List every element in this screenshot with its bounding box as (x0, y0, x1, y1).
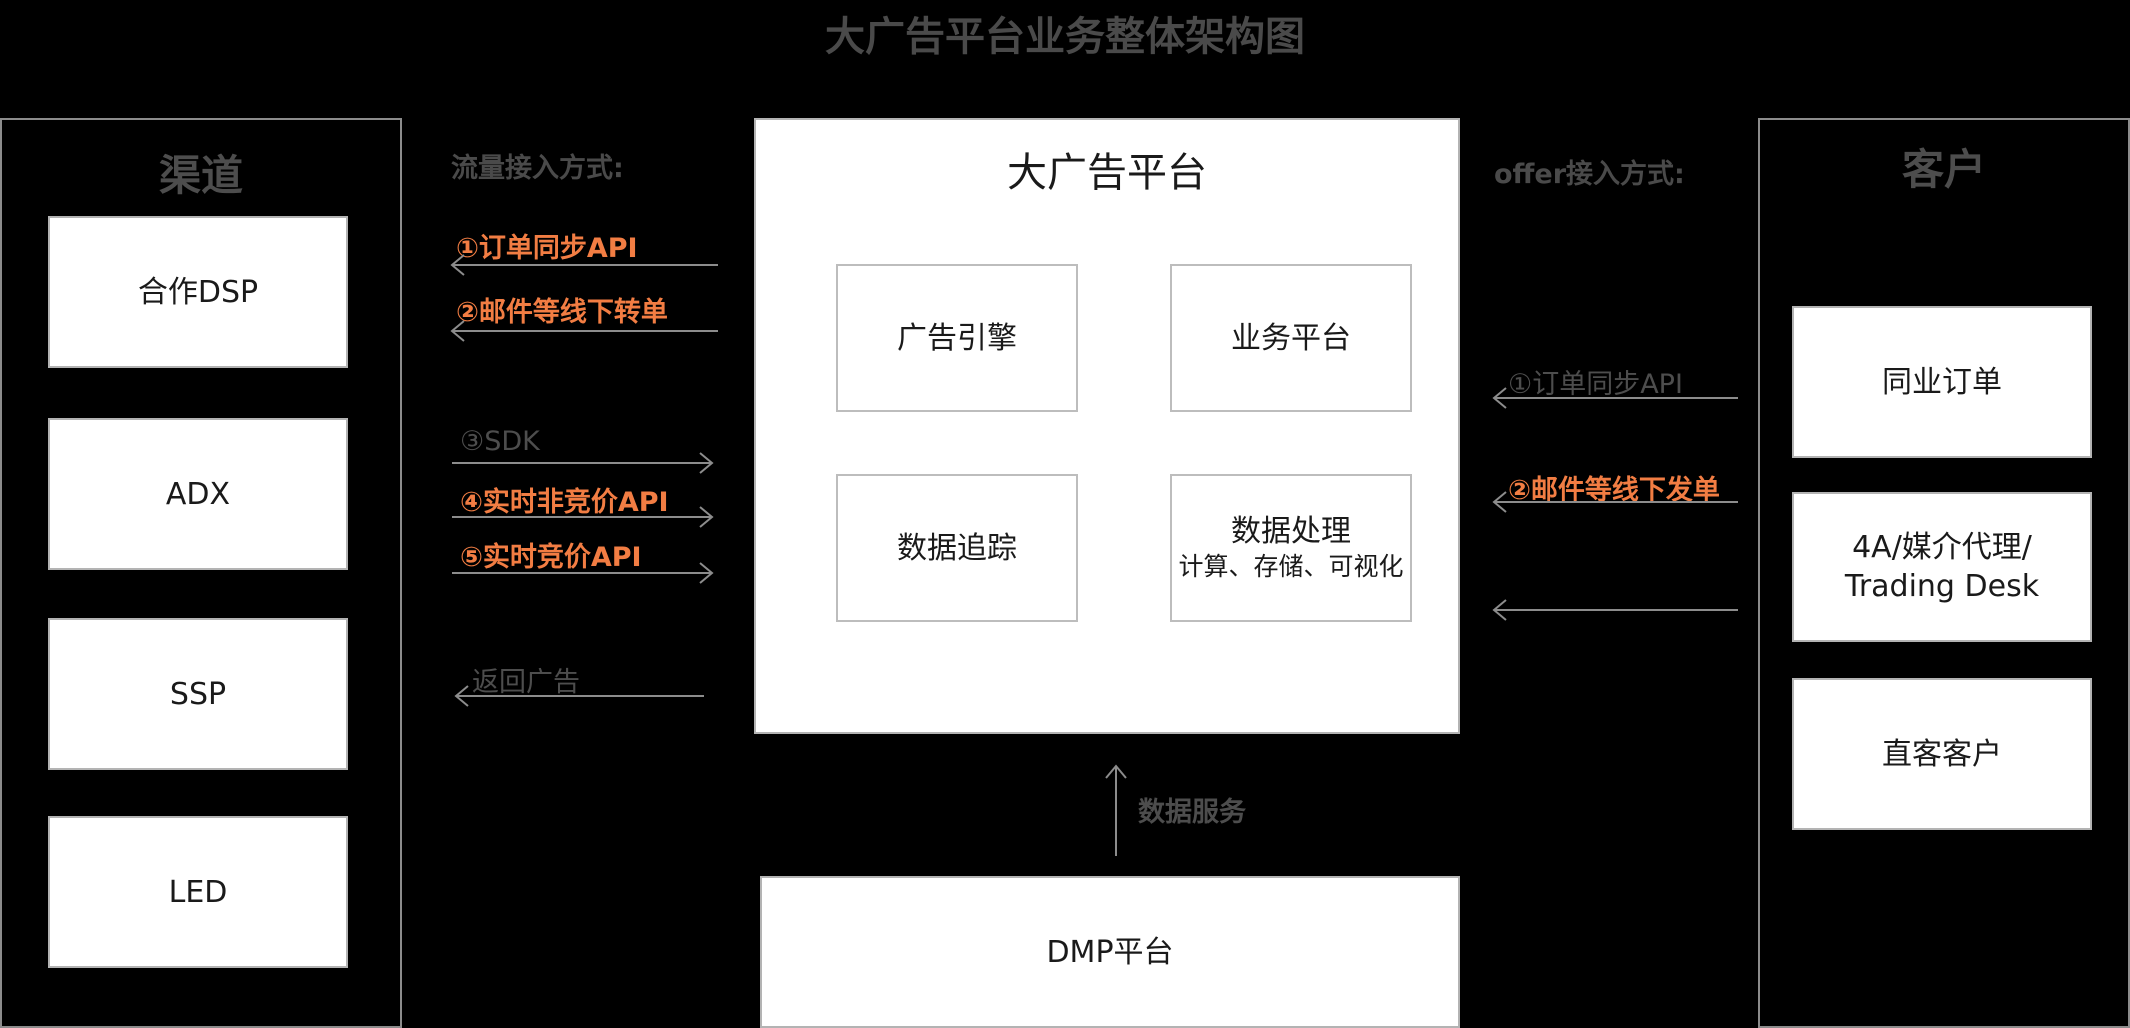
offer-arrow-label-1: ①订单同步API (1508, 369, 1683, 400)
data-tracking-module: 数据追踪 (836, 474, 1078, 622)
arrow-customer-direct (1492, 599, 1738, 621)
customer-agency-label-line2: Trading Desk (1844, 569, 2040, 604)
customer-direct-label: 直客客户 (1882, 736, 2002, 772)
channel-dsp-label: 合作DSP (137, 274, 259, 310)
channel-led: LED (48, 816, 348, 968)
channel-adx-label: ADX (165, 476, 231, 512)
arrow-customer-offline-order (1492, 491, 1738, 513)
data-service-label: 数据服务 (1138, 797, 1246, 828)
traffic-incoming-label-1: ①订单同步API (456, 233, 638, 264)
data-tracking-label: 数据追踪 (897, 530, 1017, 566)
customers-title: 客户 (1901, 145, 1986, 194)
channel-led-label: LED (168, 874, 228, 910)
data-processing-subtitle: 计算、存储、可视化 (1178, 552, 1404, 582)
ad-engine-label: 广告引擎 (897, 320, 1017, 356)
channels-title: 渠道 (158, 151, 243, 200)
traffic-access-label: 流量接入方式: (451, 153, 624, 184)
diagram-title: 大广告平台业务整体架构图 (825, 14, 1305, 60)
arrow-sdk-to-platform (452, 452, 714, 474)
customer-agency: 4A/媒介代理/ Trading Desk (1792, 492, 2092, 642)
traffic-outgoing-label-sdk: ③SDK (460, 426, 540, 457)
customer-agency-label-line1: 4A/媒介代理/ (1852, 530, 2032, 565)
channel-ssp-label: SSP (169, 676, 227, 712)
data-processing-title: 数据处理 (1231, 514, 1351, 550)
ad-engine-module: 广告引擎 (836, 264, 1078, 412)
arrow-offline-order-to-channels (450, 320, 718, 342)
business-platform-label: 业务平台 (1231, 320, 1351, 356)
dmp-platform-label: DMP平台 (1046, 934, 1174, 970)
traffic-incoming-label-2: ②邮件等线下转单 (456, 297, 668, 328)
dmp-platform: DMP平台 (760, 876, 1460, 1028)
return-ad-label: 返回广告 (472, 667, 580, 698)
traffic-outgoing-label-nonbid: ④实时非竞价API (460, 487, 669, 518)
traffic-outgoing-label-rtb: ⑤实时竞价API (460, 542, 642, 573)
arrow-rtb-to-platform (452, 562, 714, 584)
business-platform-module: 业务平台 (1170, 264, 1412, 412)
arrow-return-ad (454, 685, 704, 707)
customer-peer-orders: 同业订单 (1792, 306, 2092, 458)
data-processing-module: 数据处理 计算、存储、可视化 (1170, 474, 1412, 622)
ad-platform (754, 118, 1460, 734)
arrow-data-service (1105, 764, 1127, 856)
channel-dsp: 合作DSP (48, 216, 348, 368)
offer-arrow-label-2: ②邮件等线下发单 (1508, 475, 1720, 506)
ad-platform-title: 大广告平台 (1007, 150, 1207, 196)
channel-adx: ADX (48, 418, 348, 570)
customer-peer-orders-label: 同业订单 (1882, 364, 2002, 400)
arrow-order-sync-to-channels (450, 254, 718, 276)
customer-direct: 直客客户 (1792, 678, 2092, 830)
offer-access-label: offer接入方式: (1494, 159, 1685, 190)
channel-ssp: SSP (48, 618, 348, 770)
arrow-customer-order-sync (1492, 387, 1738, 409)
arrow-nonbid-to-platform (452, 506, 714, 528)
